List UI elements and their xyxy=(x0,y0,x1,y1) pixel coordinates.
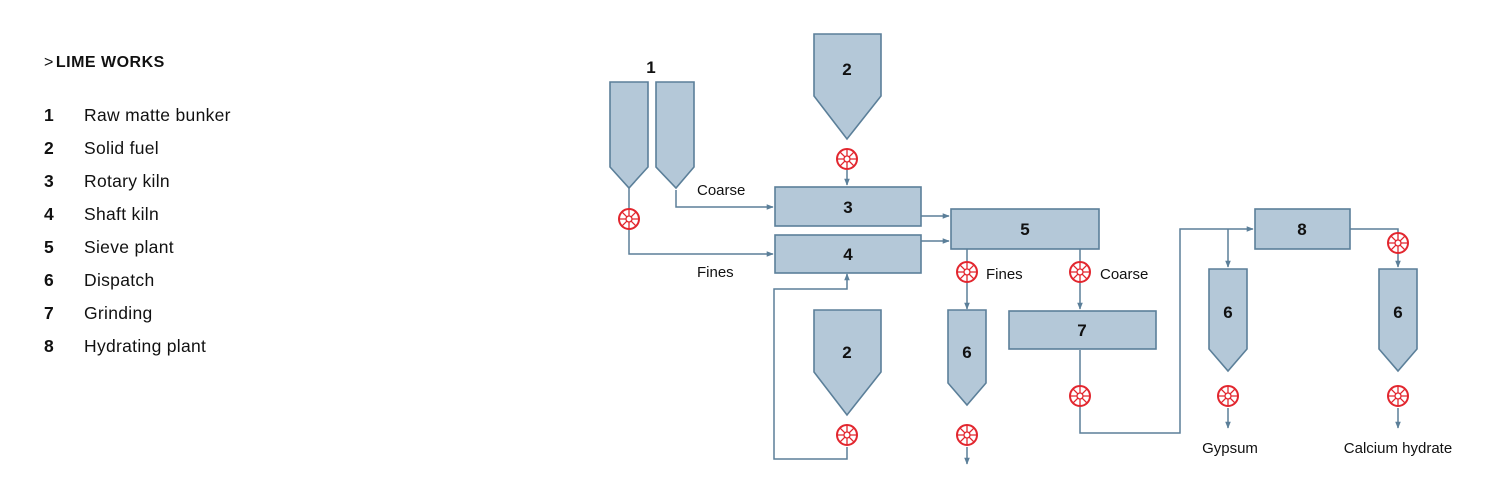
rotary-valve-icon xyxy=(956,424,978,446)
shaft-kiln-unit: 4 xyxy=(774,234,922,274)
solid-fuel-top-number: 2 xyxy=(842,60,851,79)
legend-item: 2 Solid fuel xyxy=(44,132,231,165)
hydrating-plant-number: 8 xyxy=(1297,220,1306,239)
solid-fuel-top-bunker xyxy=(813,33,882,141)
dispatch-a-bunker xyxy=(947,309,987,407)
dispatch-b-bunker xyxy=(1208,268,1248,373)
rotary-valve-icon xyxy=(1069,385,1091,407)
raw-bunker-number: 1 xyxy=(646,58,655,77)
dispatch-c-bunker xyxy=(1378,268,1418,373)
dispatch-unit-a: 6 xyxy=(947,309,987,407)
raw-bunker-right xyxy=(655,81,695,190)
legend-item: 1 Raw matte bunker xyxy=(44,99,231,132)
legend-title-text: LIME WORKS xyxy=(55,54,165,71)
grinding-box xyxy=(1008,310,1157,350)
sieve-plant-number: 5 xyxy=(1020,220,1029,239)
legend-title: > LIME WORKS xyxy=(44,54,231,72)
dispatch-a-number: 6 xyxy=(962,343,971,362)
flow-line xyxy=(675,190,774,210)
dispatch-c-number: 6 xyxy=(1393,303,1402,322)
raw-bunker-unit: 1 xyxy=(609,58,695,190)
hydrating-plant-unit: 8 xyxy=(1254,208,1351,250)
flow-label-coarse-sieve: Coarse xyxy=(1100,266,1148,283)
legend-item-number: 7 xyxy=(44,303,54,323)
flow-label-gypsum: Gypsum xyxy=(1202,440,1258,457)
flow-line xyxy=(773,273,850,460)
legend-item-number: 5 xyxy=(44,237,54,257)
legend-item: 8 Hydrating plant xyxy=(44,330,231,363)
legend-item: 3 Rotary kiln xyxy=(44,165,231,198)
flow-label-coarse: Coarse xyxy=(697,182,745,199)
flow-label-fines: Fines xyxy=(697,264,734,281)
hydrating-plant-box xyxy=(1254,208,1351,250)
legend-item-label: Raw matte bunker xyxy=(84,105,231,125)
chevron-right-icon: > xyxy=(44,54,54,71)
rotary-kiln-unit: 3 xyxy=(774,186,922,227)
legend: > LIME WORKS 1 Raw matte bunker 2 Solid fu… xyxy=(44,54,231,363)
legend-item-label: Dispatch xyxy=(84,270,155,290)
grinding-number: 7 xyxy=(1077,321,1086,340)
legend-item-label: Shaft kiln xyxy=(84,204,159,224)
legend-item-number: 4 xyxy=(44,204,54,224)
legend-item-label: Grinding xyxy=(84,303,153,323)
rotary-valve-icon xyxy=(836,424,858,446)
dispatch-unit-b: 6 xyxy=(1208,268,1248,373)
solid-fuel-bottom-unit: 2 xyxy=(813,309,882,417)
legend-item-number: 8 xyxy=(44,336,54,356)
legend-item: 7 Grinding xyxy=(44,297,231,330)
rotary-valve-icon xyxy=(1387,385,1409,407)
legend-item-label: Solid fuel xyxy=(84,138,159,158)
rotary-kiln-box xyxy=(774,186,922,227)
legend-item: 4 Shaft kiln xyxy=(44,198,231,231)
flow-label-fines-sieve: Fines xyxy=(986,266,1023,283)
sieve-plant-unit: 5 xyxy=(950,208,1100,250)
sieve-plant-box xyxy=(950,208,1100,250)
legend-item: 6 Dispatch xyxy=(44,264,231,297)
rotary-valve-icon xyxy=(618,208,640,230)
raw-bunker-left xyxy=(609,81,649,190)
legend-item: 5 Sieve plant xyxy=(44,231,231,264)
solid-fuel-bottom-number: 2 xyxy=(842,343,851,362)
rotary-valve-icon xyxy=(836,148,858,170)
rotary-valve-icon xyxy=(1069,261,1091,283)
legend-item-number: 3 xyxy=(44,171,54,191)
dispatch-b-number: 6 xyxy=(1223,303,1232,322)
solid-fuel-top-unit: 2 xyxy=(813,33,882,141)
legend-item-number: 2 xyxy=(44,138,54,158)
shaft-kiln-box xyxy=(774,234,922,274)
legend-item-label: Hydrating plant xyxy=(84,336,207,356)
rotary-valve-icon xyxy=(956,261,978,283)
legend-item-number: 6 xyxy=(44,270,54,290)
rotary-valve-icon xyxy=(1387,232,1409,254)
solid-fuel-bottom-bunker xyxy=(813,309,882,417)
flow-label-calcium-hydrate: Calcium hydrate xyxy=(1344,440,1452,457)
rotary-kiln-number: 3 xyxy=(843,198,852,217)
shaft-kiln-number: 4 xyxy=(843,245,853,264)
rotary-valve-icon xyxy=(1217,385,1239,407)
grinding-unit: 7 xyxy=(1008,310,1157,350)
legend-item-number: 1 xyxy=(44,105,54,125)
legend-item-label: Rotary kiln xyxy=(84,171,170,191)
flow-line xyxy=(1350,228,1401,268)
legend-item-label: Sieve plant xyxy=(84,237,174,257)
dispatch-unit-c: 6 xyxy=(1378,268,1418,373)
